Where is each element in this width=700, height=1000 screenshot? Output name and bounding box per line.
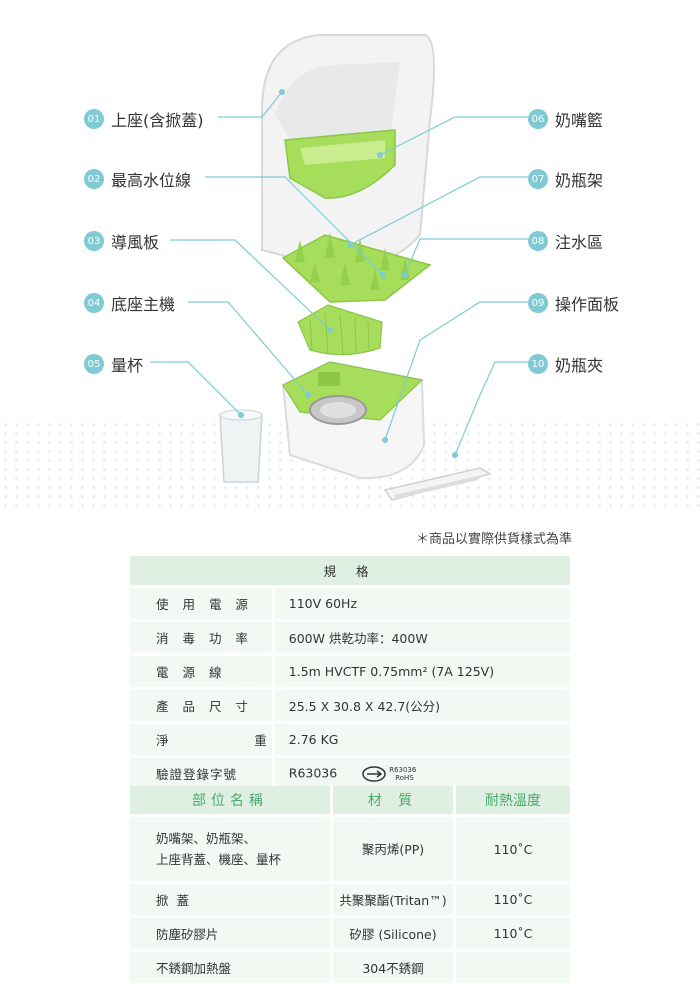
callout-label: 奶嘴籃 [555,111,604,130]
materials-row: 掀 蓋 共聚聚酯(Tritan™) 110˚C [130,884,570,915]
spec-key: 使 用 電 源 [130,588,272,619]
temperature-cell: 110˚C [456,817,570,881]
spec-value: 600W 烘乾功率：400W [271,622,570,653]
bottle-tongs-part [383,467,492,501]
callout-number: 08 [528,231,548,251]
callout-label: 最高水位線 [111,171,192,190]
callout-number: 02 [84,169,104,189]
callout-number: 09 [528,293,548,313]
measuring-cup-part [219,414,263,483]
spec-key: 驗證登錄字號 [130,758,272,789]
materials-row: 奶嘴架、奶瓶架、 上座背蓋、機座、量杯 聚丙烯(PP) 110˚C [130,817,570,881]
part-name-line: 上座背蓋、機座、量杯 [156,852,282,867]
callout-label: 量杯 [111,356,144,375]
callout-label: 底座主機 [111,295,176,314]
callout-05: 05 量杯 [84,352,143,376]
spec-header: 規 格 [130,556,570,585]
column-header-part: 部位名稱 [130,786,330,814]
material-cell: 矽膠 (Silicone) [330,918,456,949]
material-cell: 304不銹鋼 [330,952,456,983]
callout-number: 10 [528,354,548,374]
leader-endpoints [238,89,458,458]
materials-table: 部位名稱 材 質 耐熱溫度 奶嘴架、奶瓶架、 上座背蓋、機座、量杯 聚丙烯(PP… [130,783,570,986]
temperature-cell: 110˚C [456,918,570,949]
spec-key: 消 毒 功 率 [130,622,272,653]
callout-label: 奶瓶架 [555,171,604,190]
spec-row: 淨 重 2.76 KG [130,724,570,755]
disclaimer-note: ＊商品以實際供貨樣式為準 [415,532,572,547]
material-cell: 聚丙烯(PP) [330,817,456,881]
material-cell: 共聚聚酯(Tritan™) [330,884,456,915]
callout-number: 06 [528,109,548,129]
callout-08: 08 注水區 [528,229,603,253]
spec-value: 25.5 X 30.8 X 42.7(公分) [271,690,570,721]
water-inlet-grill [318,372,340,386]
product-diagram: 01 上座(含掀蓋) 02 最高水位線 03 導風板 04 底座主機 05 量杯… [0,34,700,510]
callout-number: 07 [528,169,548,189]
part-name-line: 奶嘴架、奶瓶架、 [156,831,257,846]
callout-label: 奶瓶夾 [555,356,604,375]
callout-07: 07 奶瓶架 [528,167,603,191]
spec-header-row: 規 格 [130,556,570,585]
callout-06: 06 奶嘴籃 [528,107,603,131]
callout-number: 04 [84,293,104,313]
spec-value: 110V 60Hz [271,588,570,619]
spec-key: 淨 重 [130,724,272,755]
temperature-cell: 110˚C [456,884,570,915]
callout-10: 10 奶瓶夾 [528,352,603,376]
temperature-cell [456,952,570,983]
nipple-basket-top [300,140,385,165]
heating-plate-inner [320,402,356,418]
callout-09: 09 操作面板 [528,291,619,315]
spec-value: 1.5m HVCTF 0.75mm² (7A 125V) [271,656,570,687]
callout-number: 03 [84,231,104,251]
air-guide-plate-part [297,304,383,357]
callout-label: 操作面板 [555,295,620,314]
spec-row: 消 毒 功 率 600W 烘乾功率：400W [130,622,570,653]
materials-header-row: 部位名稱 材 質 耐熱溫度 [130,786,570,814]
materials-row: 不銹鋼加熱盤 304不銹鋼 [130,952,570,983]
cert-text: R63036 RoHS [389,766,416,782]
callout-03: 03 導風板 [84,229,159,253]
lid-inner-part [275,62,400,140]
bottle-rack-part [281,234,432,303]
part-name-cell: 不銹鋼加熱盤 [130,952,330,983]
materials-row: 防塵矽膠片 矽膠 (Silicone) 110˚C [130,918,570,949]
callout-number: 01 [84,109,104,129]
cert-line1: R63036 [389,765,417,774]
part-name-cell: 掀 蓋 [130,884,330,915]
spec-key: 產 品 尺 寸 [130,690,272,721]
column-header-temperature: 耐熱溫度 [456,786,570,814]
cert-line2: RoHS [395,773,414,782]
spec-row: 產 品 尺 寸 25.5 X 30.8 X 42.7(公分) [130,690,570,721]
certification-mark: R63036 RoHS [361,765,416,783]
callout-label: 上座(含掀蓋) [111,111,204,130]
spec-value: R63036 [288,765,338,780]
spec-value-cell: R63036 R63036 RoHS [271,758,570,789]
column-header-material: 材 質 [330,786,456,814]
spec-row: 使 用 電 源 110V 60Hz [130,588,570,619]
exploded-view-illustration [150,34,528,501]
spec-key: 電 源 線 [130,656,272,687]
spec-row: 驗證登錄字號 R63036 R63036 RoHS [130,758,570,789]
callout-04: 04 底座主機 [84,291,175,315]
cert-logo-icon [362,765,386,782]
leader-lines [150,91,528,456]
callout-01: 01 上座(含掀蓋) [84,107,204,131]
callout-02: 02 最高水位線 [84,167,191,191]
part-name-cell: 防塵矽膠片 [130,918,330,949]
spec-table: 規 格 使 用 電 源 110V 60Hz 消 毒 功 率 600W 烘乾功率：… [130,553,570,792]
callout-label: 導風板 [111,233,160,252]
spec-row: 電 源 線 1.5m HVCTF 0.75mm² (7A 125V) [130,656,570,687]
spec-value: 2.76 KG [271,724,570,755]
callout-number: 05 [84,354,104,374]
part-name-cell: 奶嘴架、奶瓶架、 上座背蓋、機座、量杯 [130,817,330,881]
callout-label: 注水區 [555,233,604,252]
